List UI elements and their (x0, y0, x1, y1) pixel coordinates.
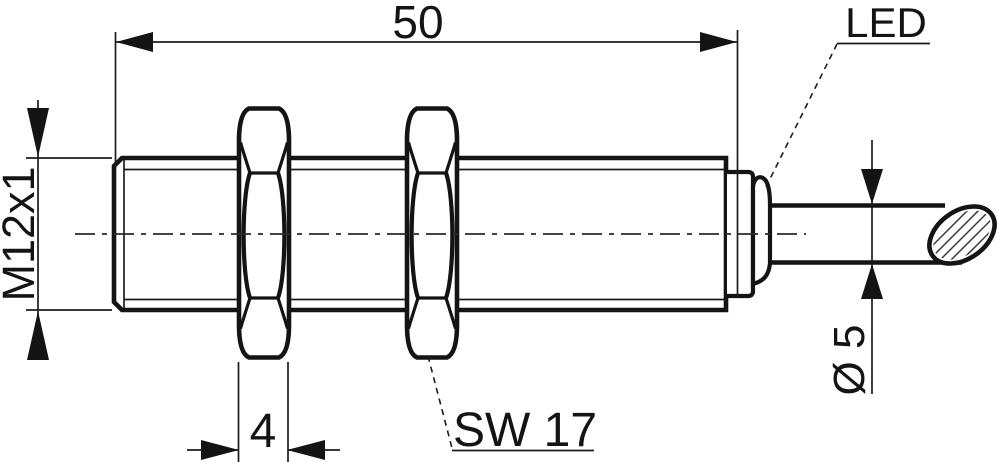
arrowhead-bottom (27, 311, 49, 360)
cable-diameter-label: Ø 5 (825, 325, 874, 396)
arrowhead-left (201, 440, 239, 460)
arrowhead-top (27, 108, 49, 157)
wrench-size-callout: SW 17 (427, 355, 597, 457)
dimension-overall-length: 50 (114, 0, 739, 298)
arrowhead-right (287, 440, 325, 460)
arrowhead-top (861, 169, 883, 204)
arrowhead-left (116, 32, 153, 52)
hex-nut-front (236, 106, 292, 360)
cable (770, 200, 1000, 270)
sw17-leader-line (427, 355, 453, 449)
thread-size-label: M12x1 (0, 166, 44, 301)
nut-thickness-label: 4 (250, 405, 277, 458)
hex-nut-rear-outline (404, 106, 460, 360)
dimension-50-label: 50 (392, 0, 443, 48)
led-label: LED (845, 0, 927, 46)
arrowhead-right (700, 32, 737, 52)
arrowhead-bottom (861, 264, 883, 299)
dimension-nut-thickness: 4 (187, 362, 340, 462)
wrench-size-label: SW 17 (453, 404, 597, 457)
hex-nut-front-outline (236, 106, 292, 360)
led-callout: LED (765, 0, 930, 188)
led-leader-line (765, 43, 838, 188)
led-dome (750, 175, 773, 287)
hex-nut-rear (404, 106, 460, 360)
dimension-thread: M12x1 (0, 100, 112, 360)
dimension-cable-diameter: Ø 5 (825, 140, 883, 395)
